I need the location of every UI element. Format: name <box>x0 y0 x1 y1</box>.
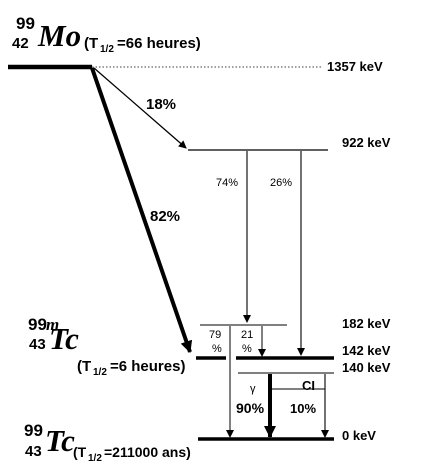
ci-10-label: 10% <box>290 401 316 416</box>
tcm-isomer-m: m <box>46 315 59 334</box>
ci-label: CI <box>302 378 315 393</box>
transition-79-number: 79 <box>209 329 221 341</box>
transition-21-number: 21 <box>241 329 253 341</box>
level-142-label: 142 keV <box>342 343 391 358</box>
tcm-half-life-value: =6 heures) <box>110 358 185 375</box>
tcm-half-life-prefix: (T <box>77 358 91 375</box>
mo99-label: 99 42 Mo (T 1/2 =66 heures) <box>12 14 201 55</box>
level-1357-label: 1357 keV <box>327 59 383 74</box>
mo-symbol: Mo <box>37 18 81 53</box>
level-140-label: 140 keV <box>342 360 391 375</box>
tc-mass-number: 99 <box>24 421 43 440</box>
tcm-atomic-number: 43 <box>29 336 46 353</box>
branch-82-arrow <box>90 67 193 353</box>
level-0-label: 0 keV <box>342 428 376 443</box>
mo-mass-number: 99 <box>16 14 35 33</box>
level-182-label: 182 keV <box>342 316 391 331</box>
tc-half-life-sub: 1/2 <box>88 453 102 464</box>
tc-symbol: Tc <box>45 423 75 458</box>
branch-82-label: 82% <box>150 208 180 225</box>
transition-74-label: 74% <box>216 177 238 189</box>
transition-21-percent: % <box>242 343 252 355</box>
tc99m-label: 99 m 43 Tc (T 1/2 =6 heures) <box>28 315 185 378</box>
tcm-symbol: Tc <box>49 321 79 356</box>
tc-atomic-number: 43 <box>25 443 42 460</box>
tc-half-life-prefix: (T <box>73 444 87 460</box>
mo-atomic-number: 42 <box>12 35 29 52</box>
transition-79-percent: % <box>212 343 222 355</box>
branch-18-label: 18% <box>146 96 176 113</box>
mo-half-life-sub: 1/2 <box>100 44 114 55</box>
tc99-label: 99 43 Tc (T 1/2 =211000 ans) <box>24 421 191 464</box>
tcm-half-life-sub: 1/2 <box>93 367 107 378</box>
branch-18-arrow <box>93 67 187 149</box>
mo-half-life-prefix: (T <box>84 35 98 52</box>
tcm-mass-number: 99 <box>28 315 47 334</box>
tc-half-life-value: =211000 ans) <box>104 444 191 460</box>
transition-26-label: 26% <box>270 177 292 189</box>
gamma-symbol: γ <box>250 383 256 395</box>
mo-half-life-value: =66 heures) <box>117 35 201 52</box>
gamma-90-label: 90% <box>236 400 265 416</box>
level-922-label: 922 keV <box>342 135 391 150</box>
